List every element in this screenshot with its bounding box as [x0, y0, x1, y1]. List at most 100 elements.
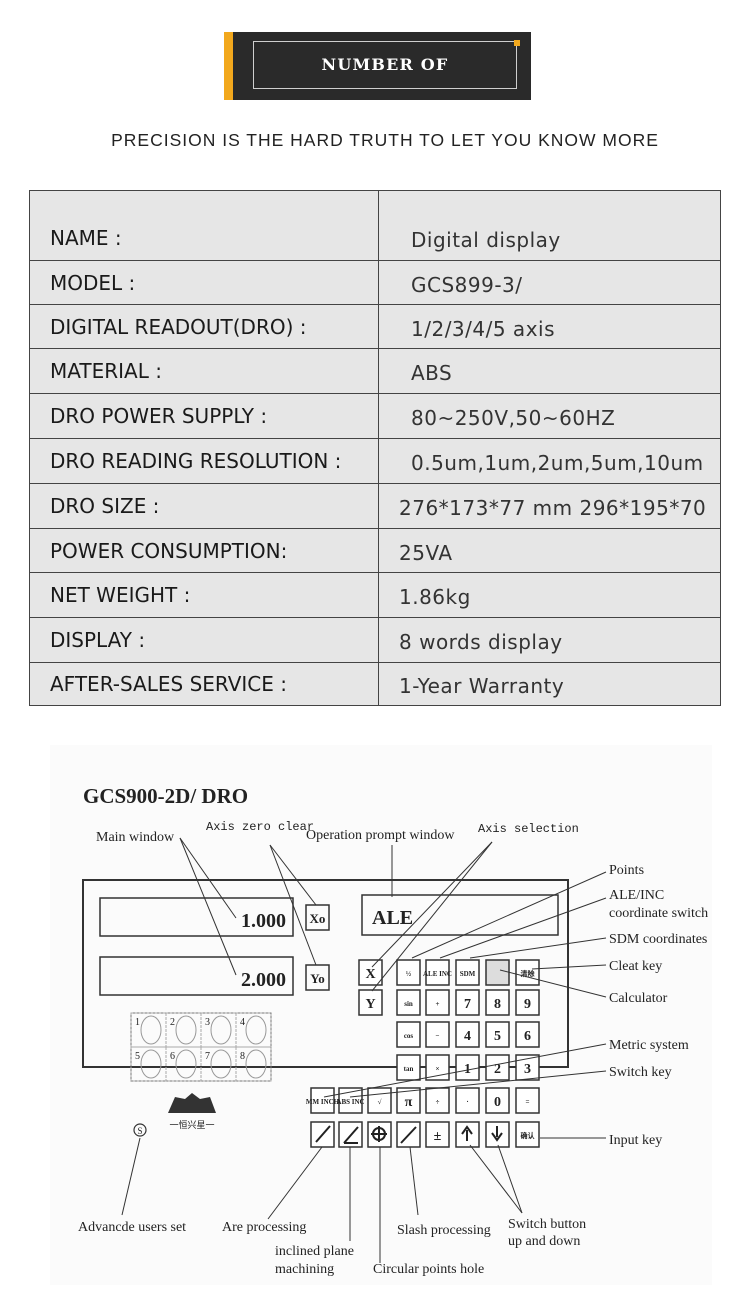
minus-key — [425, 1021, 450, 1048]
label-slash: Slash processing — [397, 1223, 491, 1238]
table-row: DISPLAY : 8 words display — [29, 617, 721, 663]
leader-sdm — [469, 937, 607, 959]
leader-slash — [409, 1146, 419, 1216]
label-advanced: Advancde users set — [78, 1220, 186, 1235]
down-arrow-icon — [491, 1126, 503, 1142]
digit-4-key-label: 4 — [464, 1029, 471, 1044]
table-row: DRO POWER SUPPLY : 80~250V,50~60HZ — [29, 393, 721, 439]
segment-cell — [235, 1012, 272, 1048]
leader-clear — [531, 964, 607, 970]
label-incline: inclined plane — [275, 1244, 354, 1259]
axis-x-key — [358, 959, 383, 986]
times-key-label: × — [436, 1065, 440, 1073]
diagram-title: GCS900-2D/ DRO — [83, 784, 248, 808]
digit-6-key-label: 6 — [524, 1029, 531, 1044]
table-row: NAME : Digital display — [29, 190, 721, 261]
circle-hole-glyph — [371, 1126, 387, 1142]
label-updown-2: up and down — [508, 1234, 580, 1249]
label-ale-inc: ALE/INC — [609, 888, 664, 903]
sdm-key — [455, 959, 480, 986]
advanced-set-icon — [133, 1123, 147, 1137]
label-points: Points — [609, 863, 644, 878]
digit-5-key-label: 5 — [494, 1029, 501, 1044]
tan-key-label: tan — [404, 1065, 414, 1073]
spec-value: 8 words display — [378, 617, 721, 663]
label-circle: Circular points hole — [373, 1262, 484, 1277]
leader-advanced — [121, 1137, 141, 1216]
y-zero-key-label: Yo — [310, 971, 324, 986]
spec-value: Digital display — [378, 190, 721, 261]
label-input-key: Input key — [609, 1133, 662, 1148]
plus-key — [425, 989, 450, 1016]
x-zero-key — [305, 904, 330, 931]
badge-accent-dot — [514, 40, 520, 46]
digit-7-key — [455, 989, 480, 1016]
label-ale-inc-2: coordinate switch — [609, 906, 708, 921]
table-row: DRO READING RESOLUTION : 0.5um,1um,2um,5… — [29, 438, 721, 484]
segment-digit-outline — [175, 1015, 197, 1045]
enter-key — [515, 1121, 540, 1148]
tagline: PRECISION IS THE HARD TRUTH TO LET YOU K… — [111, 130, 659, 150]
leader-axis-x — [371, 841, 493, 968]
label-arc: Are processing — [222, 1220, 306, 1235]
table-row: DRO SIZE : 276*173*77 mm 296*195*70 — [29, 483, 721, 529]
spec-key: POWER CONSUMPTION: — [29, 528, 379, 573]
incline-glyph — [343, 1126, 359, 1144]
section-badge: NUMBER OF PRODUCTION — [224, 32, 531, 122]
label-updown: Switch button — [508, 1217, 586, 1232]
segment-digit-outline — [210, 1015, 232, 1045]
spec-value: 1/2/3/4/5 axis — [378, 304, 721, 349]
leader-switch — [349, 1070, 607, 1098]
pi-key-label: π — [405, 1095, 413, 1110]
minus-key-label: − — [436, 1032, 440, 1040]
dot-key-label: · — [466, 1098, 468, 1106]
advanced-set-glyph: S — [137, 1126, 142, 1136]
y-display-window — [99, 956, 294, 996]
spec-value: 276*173*77 mm 296*195*70 — [378, 483, 721, 529]
mm-inch-key — [310, 1087, 335, 1114]
sin-key — [396, 989, 421, 1016]
spec-key: NET WEIGHT : — [29, 572, 379, 618]
ale-inc-key — [425, 959, 450, 986]
section-title: NUMBER OF PRODUCTION — [315, 55, 455, 122]
pi-key — [396, 1087, 421, 1114]
spec-key: MODEL : — [29, 260, 379, 305]
spec-key: MATERIAL : — [29, 348, 379, 394]
spec-value: 1.86kg — [378, 572, 721, 618]
equals-key — [515, 1087, 540, 1114]
x-zero-key-label: Xo — [310, 911, 326, 926]
segment-digit-outline — [210, 1049, 232, 1079]
times-key — [425, 1054, 450, 1081]
spec-key: DRO POWER SUPPLY : — [29, 393, 379, 439]
y-display-value: 2.000 — [241, 969, 286, 991]
spec-value: GCS899-3/ — [378, 260, 721, 305]
enter-key-label: 确认 — [521, 1131, 536, 1140]
axis-y-key-label: Y — [365, 997, 375, 1012]
calculator-icon — [485, 959, 510, 986]
sin-key-label: sin — [404, 1000, 413, 1008]
label-calculator: Calculator — [609, 991, 668, 1006]
digit-9-key — [515, 989, 540, 1016]
ale-inc-key-label: ALE INC — [423, 970, 452, 978]
segment-digit-outline — [245, 1049, 267, 1079]
cos-key-label: cos — [404, 1032, 414, 1040]
segment-digit-outline — [245, 1015, 267, 1045]
sdm-key-label: SDM — [460, 970, 476, 978]
spec-key: NAME : — [29, 190, 379, 261]
segment-cell-number: 6 — [170, 1051, 175, 1062]
label-clear-key: Cleat key — [609, 959, 662, 974]
segment-cell-number: 1 — [135, 1017, 140, 1028]
mm-inch-key-label: MM INCH — [306, 1098, 340, 1106]
leader-zero-y — [269, 844, 317, 966]
digit-8-key-label: 8 — [494, 997, 501, 1012]
leader-down — [497, 1144, 523, 1214]
plus-key-label: + — [436, 1000, 440, 1008]
label-axis-zero-clear: Axis zero clear — [206, 820, 314, 834]
logo-mark — [168, 1093, 216, 1113]
spec-value: ABS — [378, 348, 721, 394]
segment-cell-number: 8 — [240, 1051, 245, 1062]
x-display-value: 1.000 — [241, 910, 286, 932]
spec-key: AFTER-SALES SERVICE : — [29, 662, 379, 706]
digit-2-key-label: 2 — [494, 1062, 501, 1077]
